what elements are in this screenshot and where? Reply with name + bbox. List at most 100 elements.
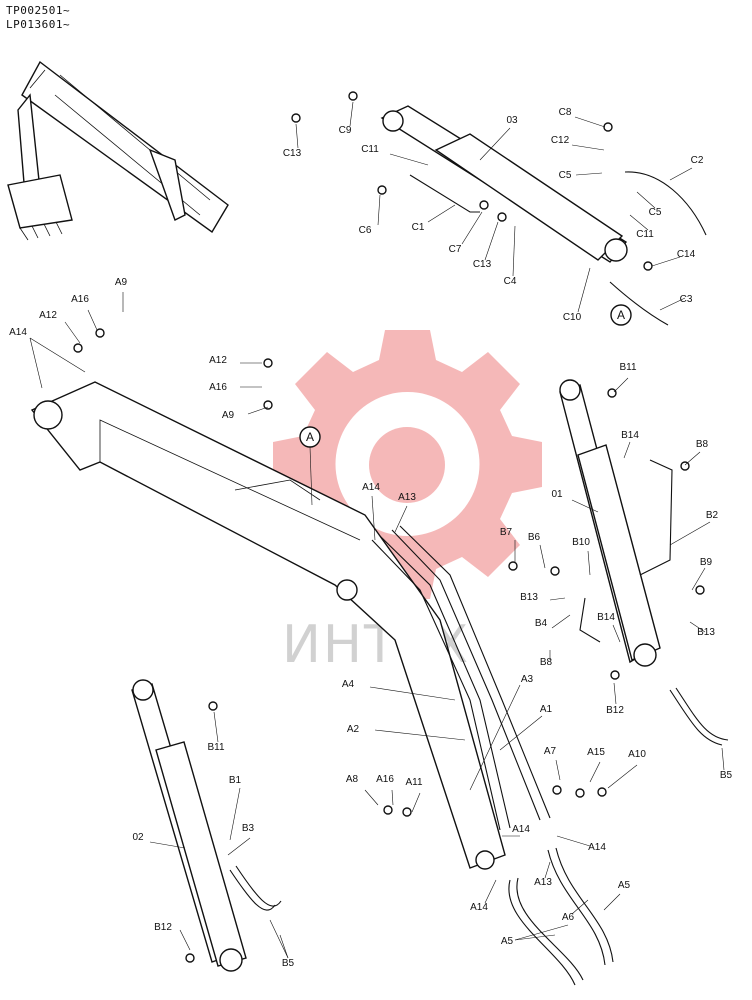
leader-line (514, 934, 556, 941)
part-label-c10: C10 (563, 312, 582, 323)
leader-line (689, 621, 706, 633)
part-label-c6: C6 (359, 225, 372, 236)
part-label-c12: C12 (551, 135, 570, 146)
leader-line (651, 256, 681, 267)
part-label-b5-left: B5 (282, 958, 295, 969)
view-marker-a-top: A (617, 308, 625, 322)
part-label-b9: B9 (700, 557, 713, 568)
part-label-a3: A3 (521, 674, 534, 685)
part-label-b11-top: B11 (619, 362, 636, 373)
leader-line (179, 929, 191, 951)
leader-line (571, 499, 599, 513)
part-label-c5b: C5 (649, 207, 662, 218)
part-label-a14-left: A14 (9, 327, 27, 338)
leader-line (613, 682, 617, 705)
part-label-c13-top: C13 (283, 148, 302, 159)
leader-line (574, 116, 606, 128)
part-label-a16-top: A16 (71, 294, 89, 305)
part-label-c5a: C5 (559, 170, 572, 181)
part-label-p01: 01 (551, 489, 563, 500)
leader-line (577, 267, 591, 313)
part-label-p02: 02 (132, 832, 144, 843)
leader-line (623, 441, 631, 459)
serial-range-2: LP013601~ (6, 18, 71, 31)
part-label-b2: B2 (706, 510, 719, 521)
leader-lines (29, 101, 725, 959)
leader-line (29, 337, 86, 373)
part-label-b14-top: B14 (621, 430, 639, 441)
hydraulic-lines (229, 171, 729, 986)
leader-line (587, 550, 591, 576)
boom-cylinder-02 (131, 679, 247, 972)
part-label-b5-right: B5 (720, 770, 733, 781)
part-label-b13a: B13 (520, 592, 538, 603)
leader-line (394, 505, 408, 533)
leader-line (461, 211, 483, 245)
part-label-b14-mid: B14 (597, 612, 615, 623)
part-label-c11b: C11 (636, 229, 654, 240)
leader-line (64, 321, 81, 344)
leader-line (607, 764, 638, 789)
part-label-b10: B10 (572, 537, 590, 548)
part-label-c11a: C11 (361, 144, 379, 155)
leader-line (484, 221, 499, 261)
part-label-a12-mid: A12 (209, 355, 227, 366)
leader-line (29, 337, 43, 389)
part-label-p03: 03 (506, 115, 518, 126)
part-label-c3: C3 (680, 294, 693, 305)
part-label-c13-mid: C13 (473, 259, 492, 270)
part-label-a14-low-b: A14 (588, 842, 606, 853)
serial-range-1: TP002501~ (6, 4, 71, 17)
part-label-b13b: B13 (697, 627, 715, 638)
leader-line (629, 214, 649, 231)
leader-line (613, 377, 629, 393)
leader-line (364, 789, 379, 806)
leader-line (295, 123, 299, 149)
part-label-a8: A8 (346, 774, 359, 785)
part-label-a4: A4 (342, 679, 355, 690)
part-label-b7: B7 (500, 527, 513, 538)
part-label-a2: A2 (347, 724, 360, 735)
leader-line (469, 684, 521, 791)
boom-cylinder-01 (559, 379, 661, 667)
leader-line (669, 521, 711, 546)
leader-line (636, 191, 656, 209)
part-label-a16-low: A16 (376, 774, 394, 785)
leader-line (427, 204, 456, 223)
leader-line (411, 792, 421, 813)
leader-line (369, 686, 456, 701)
part-label-a13-mid: A13 (398, 492, 416, 503)
leader-line (87, 309, 98, 331)
leader-line (484, 879, 497, 904)
leader-line (691, 567, 706, 591)
part-label-c14: C14 (677, 249, 696, 260)
view-marker-a: A A (299, 304, 632, 506)
part-label-a6: A6 (562, 912, 575, 923)
leader-line (684, 451, 701, 466)
leader-line (279, 934, 289, 959)
leader-line (514, 924, 569, 941)
leader-line (213, 711, 219, 743)
part-label-a12-top: A12 (39, 310, 57, 321)
excavator-reference-icon (7, 60, 229, 241)
part-label-c1: C1 (412, 222, 425, 233)
leader-line (539, 544, 546, 569)
leader-line (229, 787, 241, 841)
part-label-a14-low-c: A14 (470, 902, 488, 913)
leader-line (512, 225, 516, 277)
leader-line (247, 406, 269, 415)
leader-line (556, 835, 591, 847)
leader-line (499, 715, 543, 751)
leader-line (349, 101, 354, 127)
part-label-b12-left: B12 (154, 922, 172, 933)
part-label-b8-top: B8 (696, 439, 709, 450)
part-label-c7: C7 (449, 244, 462, 255)
part-label-a7: A7 (544, 746, 557, 757)
part-label-a9-mid: A9 (222, 410, 235, 421)
leader-line (659, 297, 686, 311)
part-label-a14-low-a: A14 (512, 824, 530, 835)
leader-line (149, 841, 186, 849)
